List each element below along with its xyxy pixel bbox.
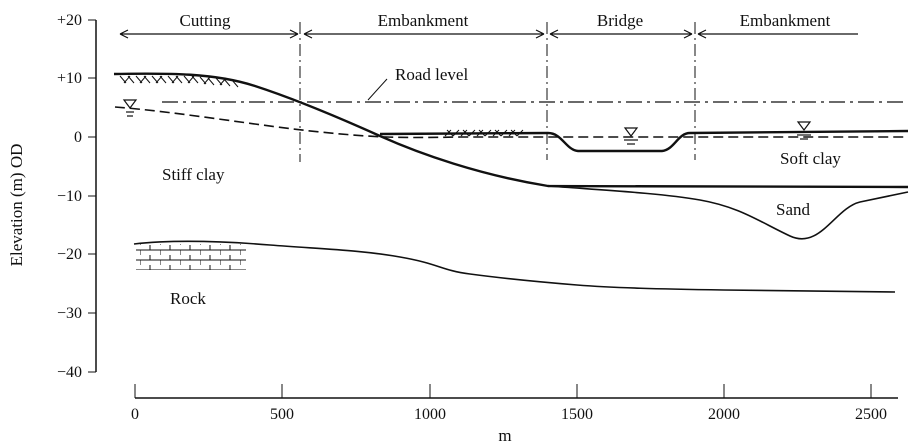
rock-label: Rock xyxy=(170,289,206,308)
road-level-leader xyxy=(367,78,388,101)
water-table-line xyxy=(114,106,908,139)
section-label-cutting: Cutting xyxy=(179,11,231,30)
y-tick-label: −30 xyxy=(57,305,82,322)
section-arrows: Cutting Embankment Bridge Embankment xyxy=(119,11,858,39)
y-tick-label: +10 xyxy=(57,70,82,87)
x-axis-title: m xyxy=(498,426,511,445)
section-label-bridge: Bridge xyxy=(597,11,643,30)
soft-clay-hatching xyxy=(444,129,524,137)
sand-lens-boundary xyxy=(547,185,909,240)
x-tick-label: 2000 xyxy=(708,406,740,423)
x-tick-label: 500 xyxy=(270,406,294,423)
road-level-label: Road level xyxy=(395,65,468,84)
x-tick-label: 2500 xyxy=(855,406,887,423)
ground-hatching xyxy=(119,75,239,88)
section-boundaries xyxy=(299,22,696,162)
bridge-span-arrow xyxy=(549,29,693,39)
cutting-span-arrow xyxy=(119,29,299,39)
sand-label: Sand xyxy=(776,200,811,219)
rock-brick-pattern xyxy=(136,244,246,270)
embankment-span-arrow xyxy=(697,29,858,39)
y-tick-label: 0 xyxy=(74,129,82,146)
water-level-symbol xyxy=(623,127,639,145)
x-tick-label: 1500 xyxy=(561,406,593,423)
stiff-clay-label: Stiff clay xyxy=(162,165,225,184)
x-tick-label: 0 xyxy=(131,406,139,423)
y-tick-label: −10 xyxy=(57,188,82,205)
embankment-span-arrow xyxy=(303,29,545,39)
soft-clay-label: Soft clay xyxy=(780,149,841,168)
soft-clay-surface xyxy=(379,129,909,153)
rock-surface-profile xyxy=(133,240,896,293)
section-label-embankment: Embankment xyxy=(378,11,469,30)
y-tick-label: +20 xyxy=(57,12,82,29)
x-tick-label: 1000 xyxy=(414,406,446,423)
y-tick-label: −20 xyxy=(57,246,82,263)
water-level-symbol xyxy=(122,99,138,117)
y-axis-title: Elevation (m) OD xyxy=(7,144,26,267)
water-level-symbol xyxy=(796,121,812,140)
y-tick-label: −40 xyxy=(57,364,82,381)
x-axis: 0 500 1000 1500 2000 2500 m xyxy=(131,384,898,445)
y-axis: +20 +10 0 −10 −20 −30 −40 Elevation (m) … xyxy=(7,12,97,381)
section-label-embankment: Embankment xyxy=(740,11,831,30)
